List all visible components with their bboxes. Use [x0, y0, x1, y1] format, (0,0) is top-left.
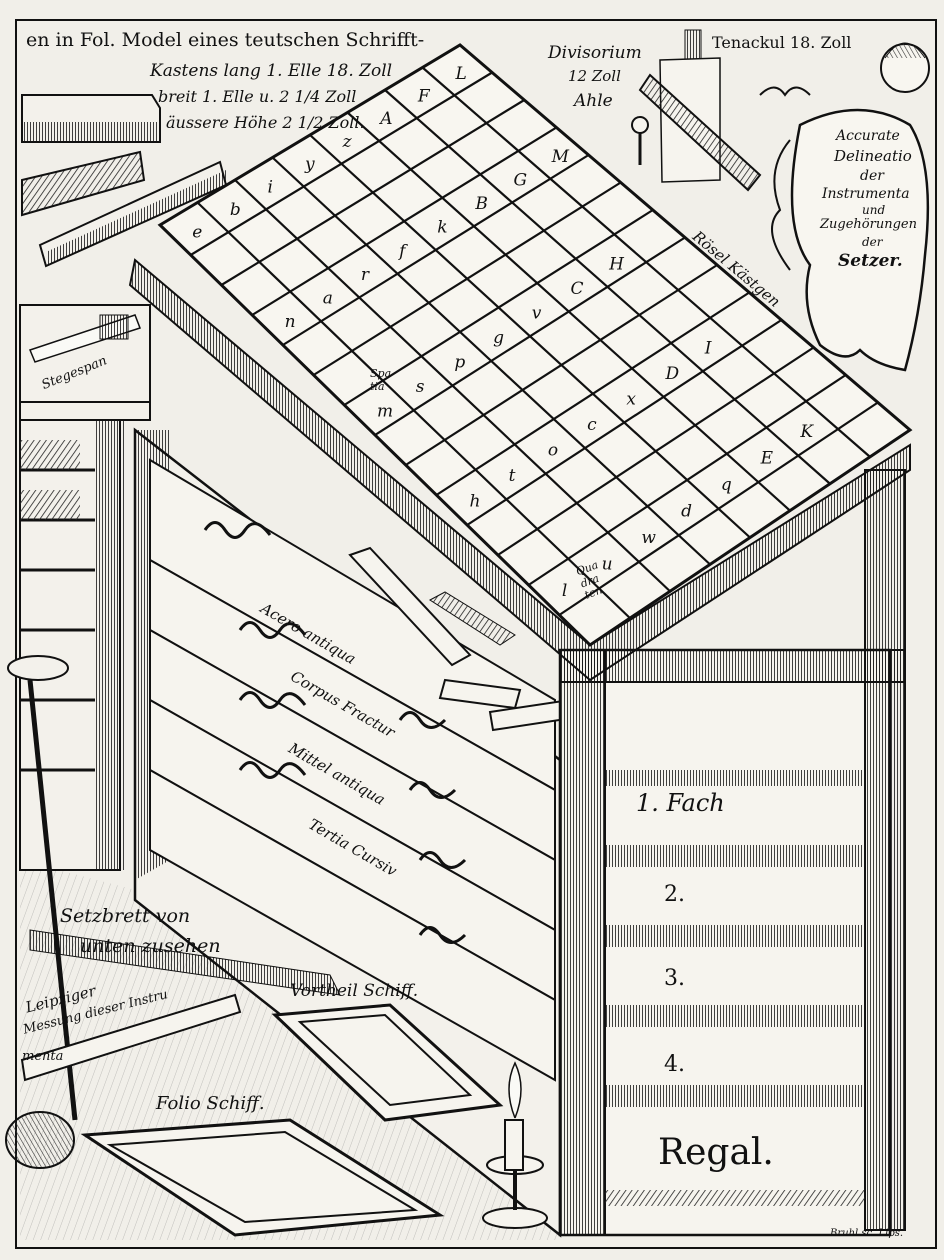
case-compartment-letter: L: [454, 64, 466, 84]
case-compartment-letter: w: [641, 528, 656, 548]
case-compartment-letter: b: [230, 200, 241, 220]
cartouche-line8: Setzer.: [838, 251, 903, 271]
model-title-line3: breit 1. Elle u. 2 1/4 Zoll: [158, 87, 357, 106]
regal-label: Regal.: [658, 1132, 774, 1173]
case-compartment-letter: x: [626, 389, 636, 409]
case-divider-col: [343, 209, 654, 406]
case-compartment-letter: h: [469, 491, 480, 511]
case-divider-col: [374, 236, 686, 436]
plate-border: [15, 19, 937, 1249]
case-divider-col: [312, 181, 622, 376]
case-compartment-letter: A: [378, 109, 392, 129]
case-compartment-letter: l: [562, 581, 567, 601]
case-compartment-letter: c: [587, 415, 597, 435]
cartouche-line1: Accurate: [836, 128, 900, 144]
regal-fach-3: 3.: [664, 966, 685, 991]
case-compartment-letter: r: [361, 265, 370, 285]
type-case: e n m h l b a s t u i r p o w y f g c d z k v x q A B C D E F G H I K L M: [128, 43, 913, 682]
case-compartment-letter: o: [548, 440, 558, 460]
case-divider-col: [497, 346, 815, 556]
case-compartment-letter: a: [323, 289, 333, 309]
divisorium-size-label: 12 Zoll: [568, 67, 621, 85]
cartouche-line5: und: [862, 203, 886, 217]
case-divider-col: [251, 126, 558, 316]
model-title-line4: äussere Höhe 2 1/2 Zoll.: [166, 113, 365, 132]
case-divider-col: [220, 99, 525, 286]
regal-fach-1: 1. Fach: [636, 789, 725, 817]
setzbrett-line2: unten zusehen: [80, 935, 221, 957]
case-divider-col: [282, 154, 590, 346]
case-compartment-letter: K: [799, 422, 814, 442]
case-compartment-letter: q: [721, 475, 732, 495]
case-compartment-letter: I: [704, 338, 712, 358]
candle: [482, 1061, 548, 1229]
case-divider-col: [190, 71, 493, 256]
case-compartment-letter: f: [397, 241, 408, 261]
cartouche-line3: der: [860, 168, 884, 184]
case-compartment-letter: i: [267, 177, 272, 197]
case-divider-col: [435, 291, 750, 496]
case-compartment-letter: e: [192, 223, 202, 243]
cartouche-line7: der: [862, 235, 883, 249]
engraver-signature: Bruhl sc. Lips.: [830, 1228, 904, 1239]
case-compartment-letter: m: [377, 402, 393, 422]
case-compartment-letter: G: [514, 170, 528, 190]
case-compartment-letter: s: [416, 377, 425, 397]
cartouche: [759, 42, 930, 372]
ahle-label: Ahle: [574, 91, 613, 111]
cartouche-line2: Delineatio: [834, 147, 912, 165]
case-compartment-letter: k: [437, 218, 447, 238]
regal-fach-2: 2.: [664, 882, 685, 907]
cartouche-line6: Zugehörungen: [820, 217, 917, 232]
case-compartment-letter: v: [532, 303, 542, 323]
vortheil-schiff-label: Vortheil Schiff.: [290, 981, 419, 1001]
divisorium-label: Divisorium: [548, 43, 642, 63]
case-compartment-letter: u: [602, 554, 613, 574]
case-compartment-letter: D: [665, 364, 680, 384]
case-compartment-letter: z: [342, 132, 353, 152]
case-divider-col: [405, 264, 718, 466]
setzbrett-line1: Setzbrett von: [60, 905, 191, 927]
spatia-label: Spa tia: [370, 367, 392, 393]
case-compartment-letter: p: [454, 353, 465, 373]
case-divider-col: [466, 319, 783, 526]
case-compartment-letter: B: [474, 194, 488, 214]
galleys: [20, 929, 504, 1237]
regal-rack: [558, 469, 906, 1237]
model-title-line1: en in Fol. Model eines teutschen Schriff…: [26, 29, 425, 51]
case-compartment-letter: F: [417, 87, 431, 107]
composing-sticks-left: [21, 94, 228, 268]
cartouche-line4: Instrumenta: [822, 186, 910, 202]
case-compartment-letter: d: [681, 501, 692, 521]
regal-fach-4: 4.: [664, 1052, 685, 1077]
model-title-line2: Kastens lang 1. Elle 18. Zoll: [150, 61, 393, 81]
desk-body: [133, 427, 562, 1238]
case-compartment-letter: C: [570, 279, 583, 299]
case-compartment-letter: y: [304, 155, 315, 175]
case-compartment-letter: M: [551, 147, 570, 167]
case-compartment-letter: E: [760, 449, 774, 469]
case-divider-col: [527, 374, 847, 586]
case-compartment-letter: H: [608, 254, 625, 274]
leipziger-line3: menta: [22, 1049, 64, 1064]
tenackul-label: Tenackul 18. Zoll: [712, 33, 852, 52]
case-compartment-letter: g: [493, 328, 504, 348]
side-shelf: [19, 304, 151, 871]
case-compartment-letter: t: [509, 466, 516, 486]
tenackul-divisorium: [631, 29, 762, 192]
case-divider-col: [558, 401, 879, 616]
case-compartment-letter: n: [285, 312, 296, 332]
folio-schiff-label: Folio Schiff.: [156, 1093, 265, 1114]
